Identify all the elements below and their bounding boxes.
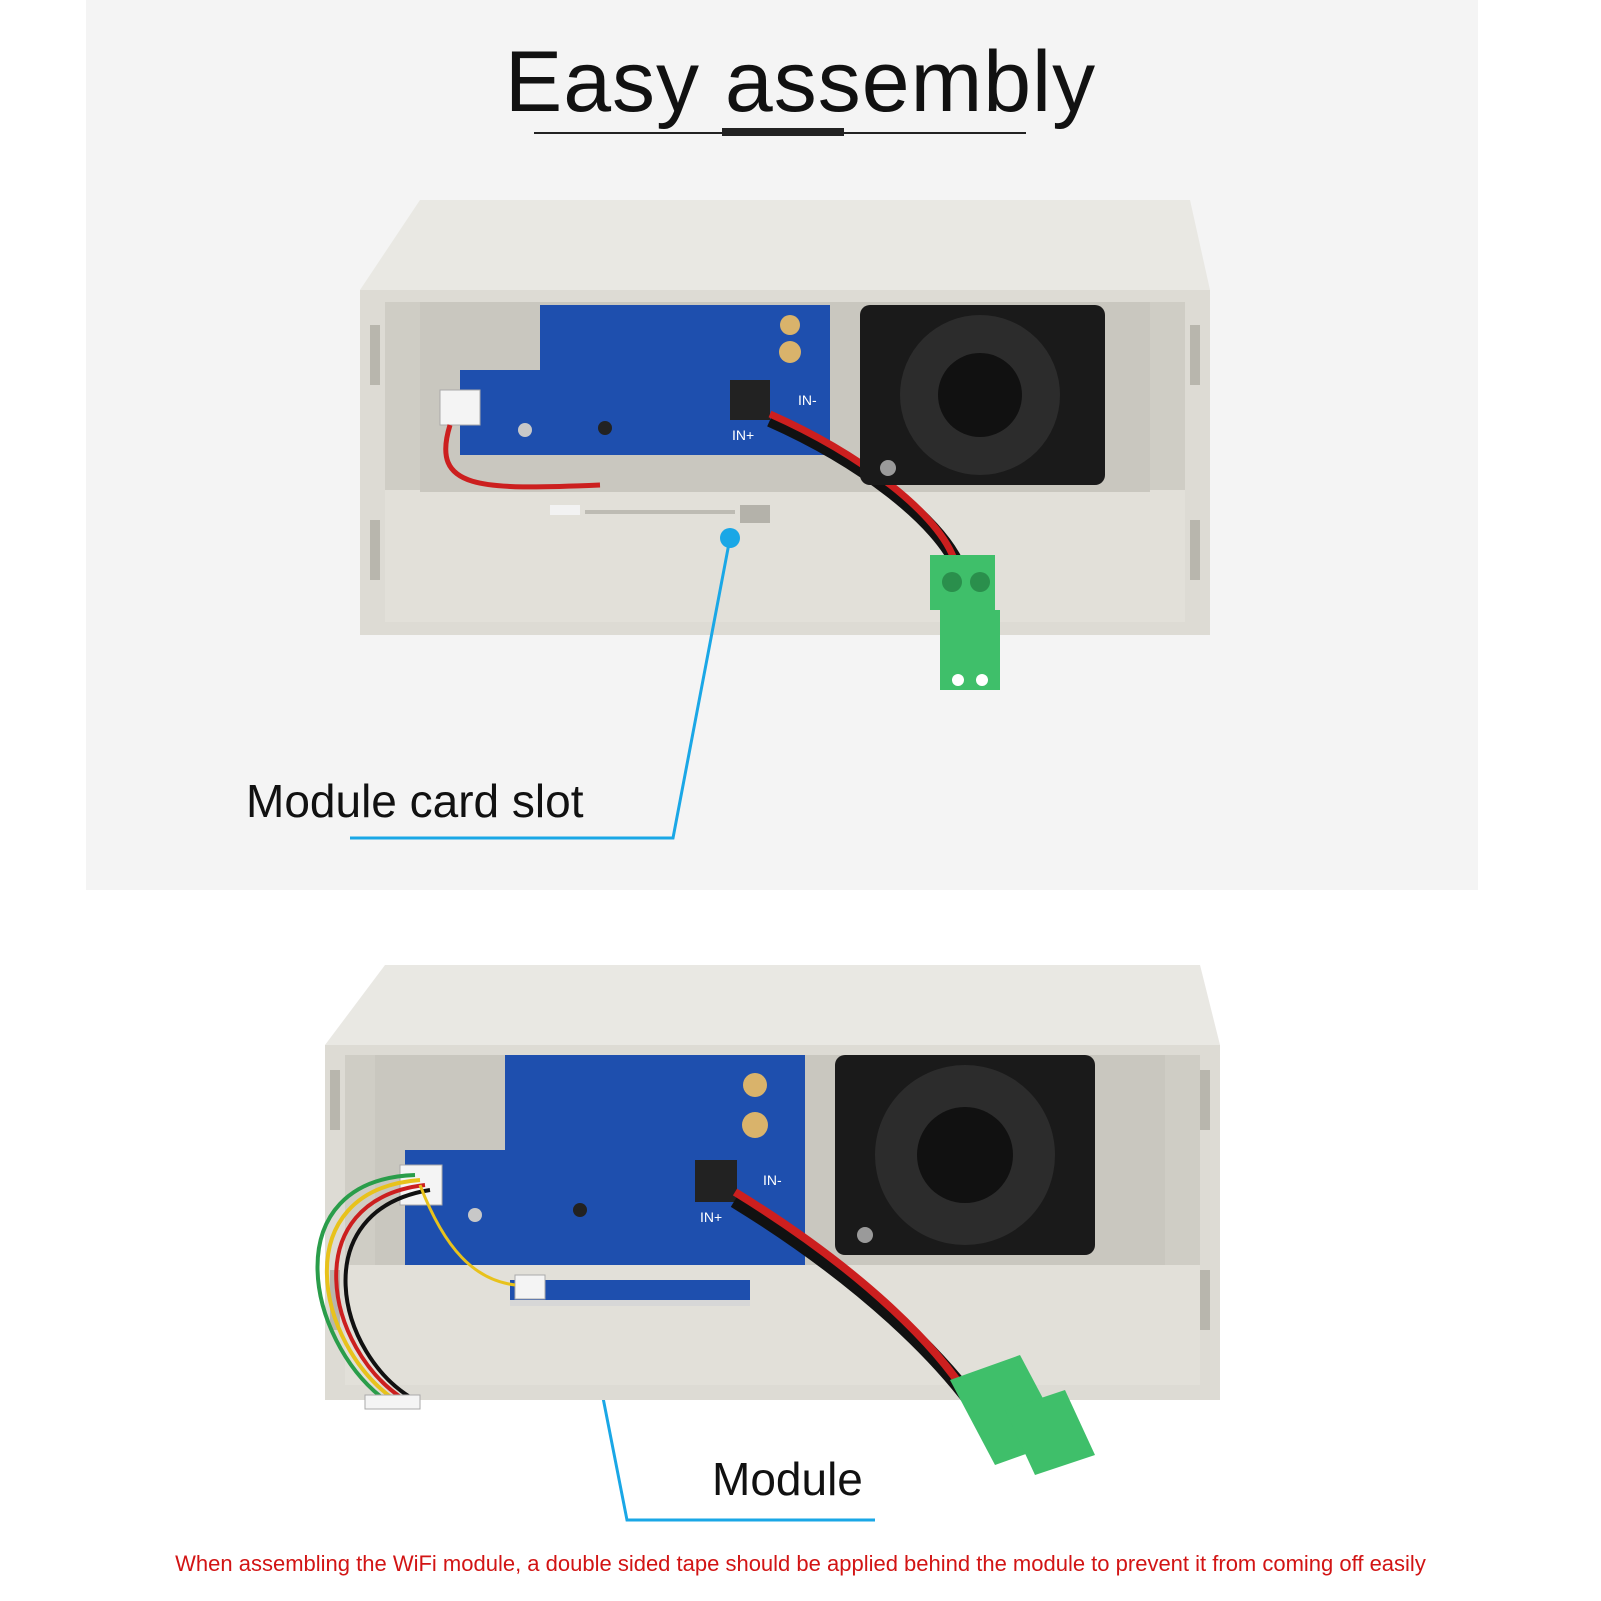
pcb-label-in-minus: IN- bbox=[798, 392, 817, 408]
callout-module-card-slot: Module card slot bbox=[246, 775, 584, 827]
callout-module: Module bbox=[712, 1453, 863, 1505]
enclosure-photo-bottom: IN+ IN- bbox=[305, 960, 1225, 1480]
enclosure-photo-top: IN+ IN- bbox=[340, 190, 1220, 730]
title-underline-accent bbox=[722, 128, 844, 136]
page-title: Easy assembly bbox=[504, 34, 1097, 130]
assembly-note: When assembling the WiFi module, a doubl… bbox=[175, 1551, 1426, 1576]
pcb-label-in-plus-bottom: IN+ bbox=[700, 1209, 722, 1225]
pcb-label-in-plus: IN+ bbox=[732, 427, 754, 443]
pcb-label-in-minus-bottom: IN- bbox=[763, 1172, 782, 1188]
